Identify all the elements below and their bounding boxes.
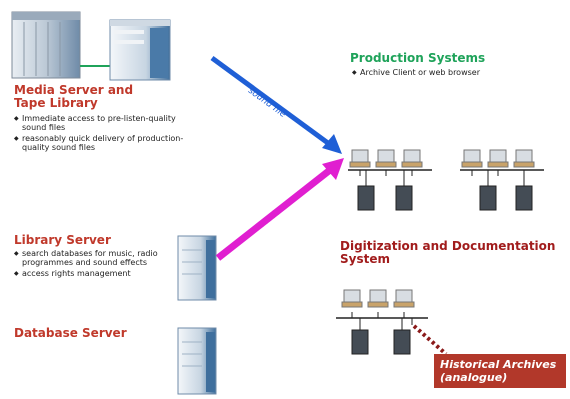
database-server-tower-icon	[177, 327, 217, 395]
digitization-title-line1: Digitization and Documentation	[340, 239, 556, 253]
workstation-icon	[349, 149, 371, 168]
media-server-title-line1: Media Server and	[14, 83, 134, 97]
archive-link	[412, 324, 448, 356]
list-item: reasonably quick delivery of production-…	[14, 134, 194, 152]
server-box-icon	[351, 329, 411, 355]
tape-library-rack-icon	[109, 19, 171, 81]
workstation-icon	[401, 149, 423, 168]
workstation-icon	[367, 289, 389, 308]
workstation-icon	[461, 149, 483, 168]
sound-file-arrow	[210, 55, 342, 154]
list-item: access rights management	[14, 269, 164, 278]
database-server-title: Database Server	[14, 326, 127, 340]
workstation-icon	[375, 149, 397, 168]
server-box-icon	[479, 185, 533, 211]
production-bullets: Archive Client or web browser	[352, 68, 552, 79]
workstation-icon	[487, 149, 509, 168]
workstation-icon	[513, 149, 535, 168]
media-server-title: Media Server and Tape Library	[14, 84, 133, 110]
media-server-bullets: Immediate access to pre-listen-quality s…	[14, 114, 194, 154]
workstation-icon	[393, 289, 415, 308]
digitization-title: Digitization and Documentation System	[340, 240, 568, 266]
workstation-icon	[341, 289, 363, 308]
library-server-bullets: search databases for music, radio progra…	[14, 249, 164, 280]
historical-archives-line1: Historical Archives	[440, 358, 557, 371]
media-server-title-line2: Tape Library	[14, 96, 98, 110]
production-network-1	[348, 169, 432, 186]
metadata-arrow	[215, 158, 344, 261]
digitization-network	[336, 312, 428, 330]
production-title: Production Systems	[350, 51, 486, 65]
list-item: search databases for music, radio progra…	[14, 249, 164, 267]
server-box-icon	[357, 185, 413, 211]
media-server-rack-icon	[11, 11, 81, 79]
historical-archives-box: Historical Archives (analogue)	[434, 354, 566, 388]
production-network-2	[460, 169, 544, 186]
library-server-title: Library Server	[14, 233, 111, 247]
library-server-tower-icon	[177, 235, 217, 301]
list-item: Immediate access to pre-listen-quality s…	[14, 114, 194, 132]
historical-archives-line2: (analogue)	[440, 371, 508, 384]
digitization-title-line2: System	[340, 252, 390, 266]
list-item: Archive Client or web browser	[352, 68, 552, 77]
